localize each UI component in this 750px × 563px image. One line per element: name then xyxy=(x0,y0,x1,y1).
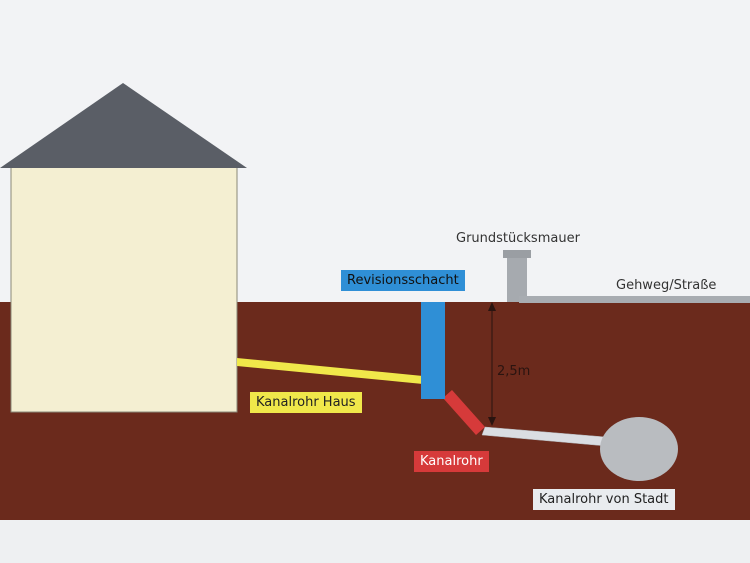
sewer-main xyxy=(600,417,678,481)
label-grundstuecksmauer: Grundstücksmauer xyxy=(456,231,580,246)
depth-arrow-bottom xyxy=(488,417,496,426)
house-wall xyxy=(10,166,238,413)
wall-cap xyxy=(503,250,531,258)
label-depth: 2,5m xyxy=(497,364,531,379)
paper-bottom xyxy=(0,520,750,563)
house-roof xyxy=(0,83,247,168)
wall-post xyxy=(507,258,527,302)
pipe-red xyxy=(443,390,485,435)
label-kanalrohr-stadt: Kanalrohr von Stadt xyxy=(533,489,675,510)
depth-arrow-top xyxy=(488,302,496,311)
label-revisionsschacht: Revisionsschacht xyxy=(341,270,465,291)
label-kanalrohr-haus: Kanalrohr Haus xyxy=(250,392,362,413)
shaft xyxy=(421,302,445,399)
label-kanalrohr: Kanalrohr xyxy=(414,451,489,472)
sidewalk xyxy=(519,296,750,303)
pipe-house xyxy=(237,358,423,384)
label-gehweg: Gehweg/Straße xyxy=(616,278,717,293)
